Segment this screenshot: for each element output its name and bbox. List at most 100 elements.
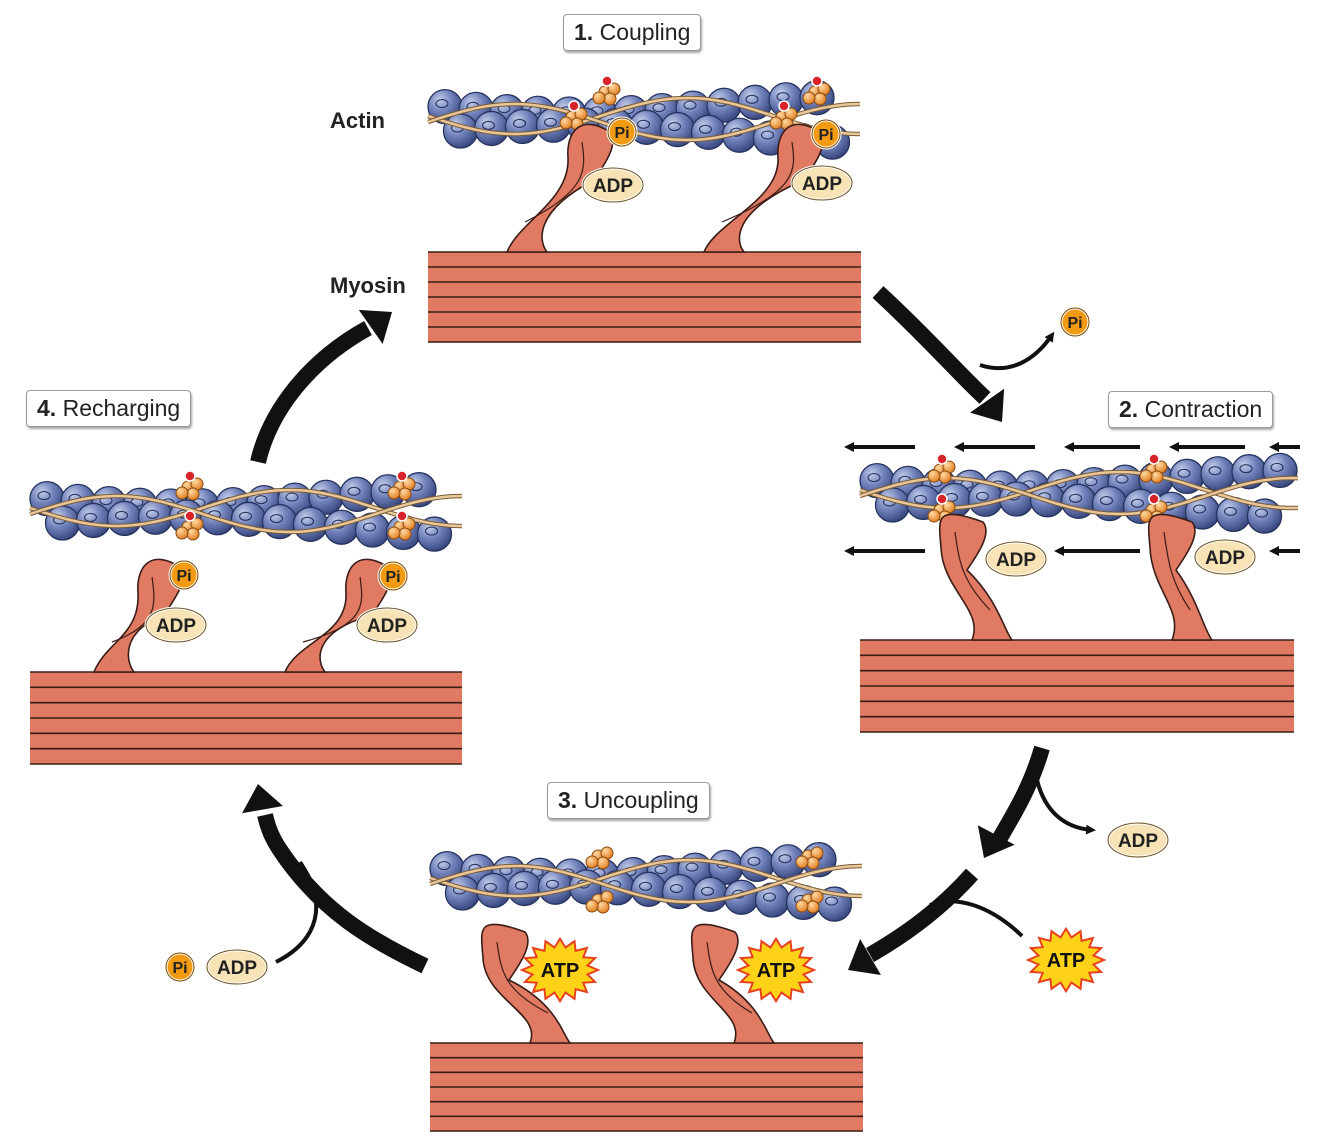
pi-molecule: Pi [606,116,638,148]
calcium-ion [568,100,580,112]
calcium-ion [184,470,196,482]
calcium-ion [396,470,408,482]
pi-text: Pi [614,125,629,142]
troponin-complex [387,470,416,501]
pi-text: Pi [172,960,187,977]
atp-text: ATP [757,960,796,982]
stage-label-recharging: 4. Recharging [26,390,192,427]
troponin-complex [585,890,614,914]
adp-text: ADP [996,550,1036,571]
actin-thin-filament [427,75,861,160]
adp-molecule: ADP [581,166,645,204]
pi-molecule: Pi [164,951,196,983]
arrowhead-into-coupling [358,309,392,344]
myosin-head [690,923,776,1044]
arrow-coupling-to-contraction [872,286,991,404]
troponin-complex [795,846,824,870]
pi-text: Pi [385,569,400,586]
atp-molecule: ATP [519,936,601,1004]
arrowhead-into-recharging [242,784,283,814]
actin-thin-filament [859,452,1299,534]
calcium-ion [396,510,408,522]
calcium-ion [936,453,948,465]
pi-molecule: Pi [168,559,200,591]
stage-number: 3. [558,787,578,813]
arrow-uncoupling-to-recharging [257,813,429,974]
atp-molecule: ATP [735,936,817,1004]
stage-name: Uncoupling [583,787,699,813]
adp-text: ADP [1118,831,1158,852]
myosin-head [480,923,572,1044]
adp-text: ADP [367,616,407,637]
adp-molecule: ADP [1106,821,1170,859]
stage-label-uncoupling: 3. Uncoupling [547,782,710,819]
actin-thin-filament [29,470,463,552]
troponin-complex [175,470,204,501]
troponin-complex [802,75,831,106]
troponin-complex [387,510,416,541]
myosin-head [938,513,1014,641]
stage-number: 2. [1119,396,1139,422]
stage-label-contraction: 2. Contraction [1108,391,1274,428]
filament-layer [29,75,1299,922]
adp-text: ADP [593,176,633,197]
arrow-recharging-to-coupling [250,320,372,464]
myosin-label: Myosin [330,273,406,298]
adp-text: ADP [217,958,257,979]
arrow-release-pi [979,331,1055,371]
myosin-thick-filament [428,251,861,343]
troponin-complex [1139,453,1168,484]
stage-name: Coupling [599,19,691,45]
atp-text: ATP [541,960,580,982]
atp-molecule: ATP [1025,926,1107,994]
actin-thin-filament [429,842,863,922]
calcium-ion [1148,493,1160,505]
atp-text: ATP [1047,950,1086,972]
adp-text: ADP [156,616,196,637]
pi-text: Pi [818,127,833,144]
adp-molecule: ADP [1193,538,1257,576]
adp-molecule: ADP [205,948,269,986]
troponin-complex [175,510,204,541]
stage-name: Recharging [62,395,181,421]
pi-molecule: Pi [1059,306,1091,338]
stage-label-coupling: 1. Coupling [563,14,702,51]
calcium-ion [184,510,196,522]
stage-number: 4. [37,395,57,421]
myosin-head-layer [92,123,1214,1044]
arrow-atp-hydrolysis [275,860,319,964]
calcium-ion [811,75,823,87]
adp-text: ADP [802,174,842,195]
adp-text: ADP [1205,548,1245,569]
calcium-ion [1148,453,1160,465]
calcium-ion [778,100,790,112]
myosin-thick-filament [430,1042,863,1132]
stage-number: 1. [574,19,594,45]
cycle-arrow-layer [242,286,1300,976]
arrowhead-contraction-release-adp [977,825,1015,858]
pi-molecule: Pi [810,118,842,150]
adp-molecule: ADP [355,606,419,644]
troponin-complex [592,75,621,106]
stage-name: Contraction [1144,396,1263,422]
actin-label: Actin [330,108,385,133]
troponin-complex [585,846,614,870]
arrow-release-adp [1035,779,1096,835]
pi-molecule: Pi [377,560,409,592]
calcium-ion [601,75,613,87]
arrowhead-coupling-to-contraction [970,388,1005,422]
arrow-contraction-to-uncoupling-a [993,745,1050,842]
adp-molecule: ADP [984,540,1048,578]
arrowhead-into-uncoupling [848,938,881,976]
pi-text: Pi [176,568,191,585]
troponin-complex [927,453,956,484]
troponin-complex [559,100,588,131]
calcium-ion [936,493,948,505]
arrow-contraction-to-uncoupling-b [866,868,978,962]
myosin-head [1147,513,1214,641]
myosin-layer [30,251,1294,1132]
myosin-thick-filament [30,671,462,765]
